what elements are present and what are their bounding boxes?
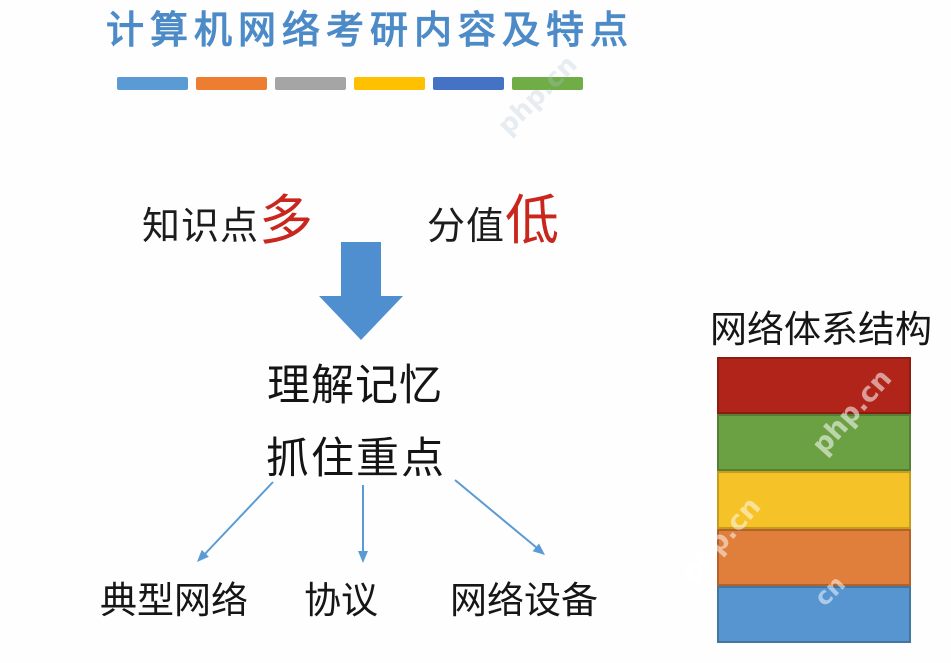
point-knowledge-label: 知识点 [142,204,260,248]
layer-segment-layer-1 [717,357,911,415]
down-arrow-icon [318,241,404,341]
divider-dash [196,77,267,90]
divider-dash [512,77,583,90]
title-divider [117,77,583,90]
branch-arrow-left [197,481,274,562]
divider-dash [117,77,188,90]
point-score: 分值低 [427,176,559,255]
divider-dash [275,77,346,90]
layer-segment-layer-5 [717,585,911,644]
conclusion-line-2: 抓住重点 [266,434,446,484]
slide-title: 计算机网络考研内容及特点 [106,8,635,52]
point-score-emphasis: 低 [505,189,560,252]
point-knowledge-emphasis: 多 [259,189,314,252]
conclusion-line-1: 理解记忆 [267,361,443,411]
point-knowledge: 知识点多 [142,176,313,255]
layer-segment-layer-3 [717,471,911,529]
branch-arrow-middle [358,485,368,563]
point-score-label: 分值 [427,204,506,248]
branch-label-typical-networks: 典型网络 [100,579,248,622]
branch-label-protocols: 协议 [304,579,378,622]
layer-segment-layer-4 [717,528,911,586]
network-layer-stack [717,357,911,644]
branch-arrows [197,479,545,563]
divider-dash [433,77,504,90]
divider-dash [354,77,425,90]
layer-segment-layer-2 [717,414,911,472]
layer-chart-title: 网络体系结构 [710,308,932,351]
branch-arrow-right [454,479,545,555]
branch-label-network-devices: 网络设备 [450,579,598,622]
watermark: php.cn [492,49,584,142]
